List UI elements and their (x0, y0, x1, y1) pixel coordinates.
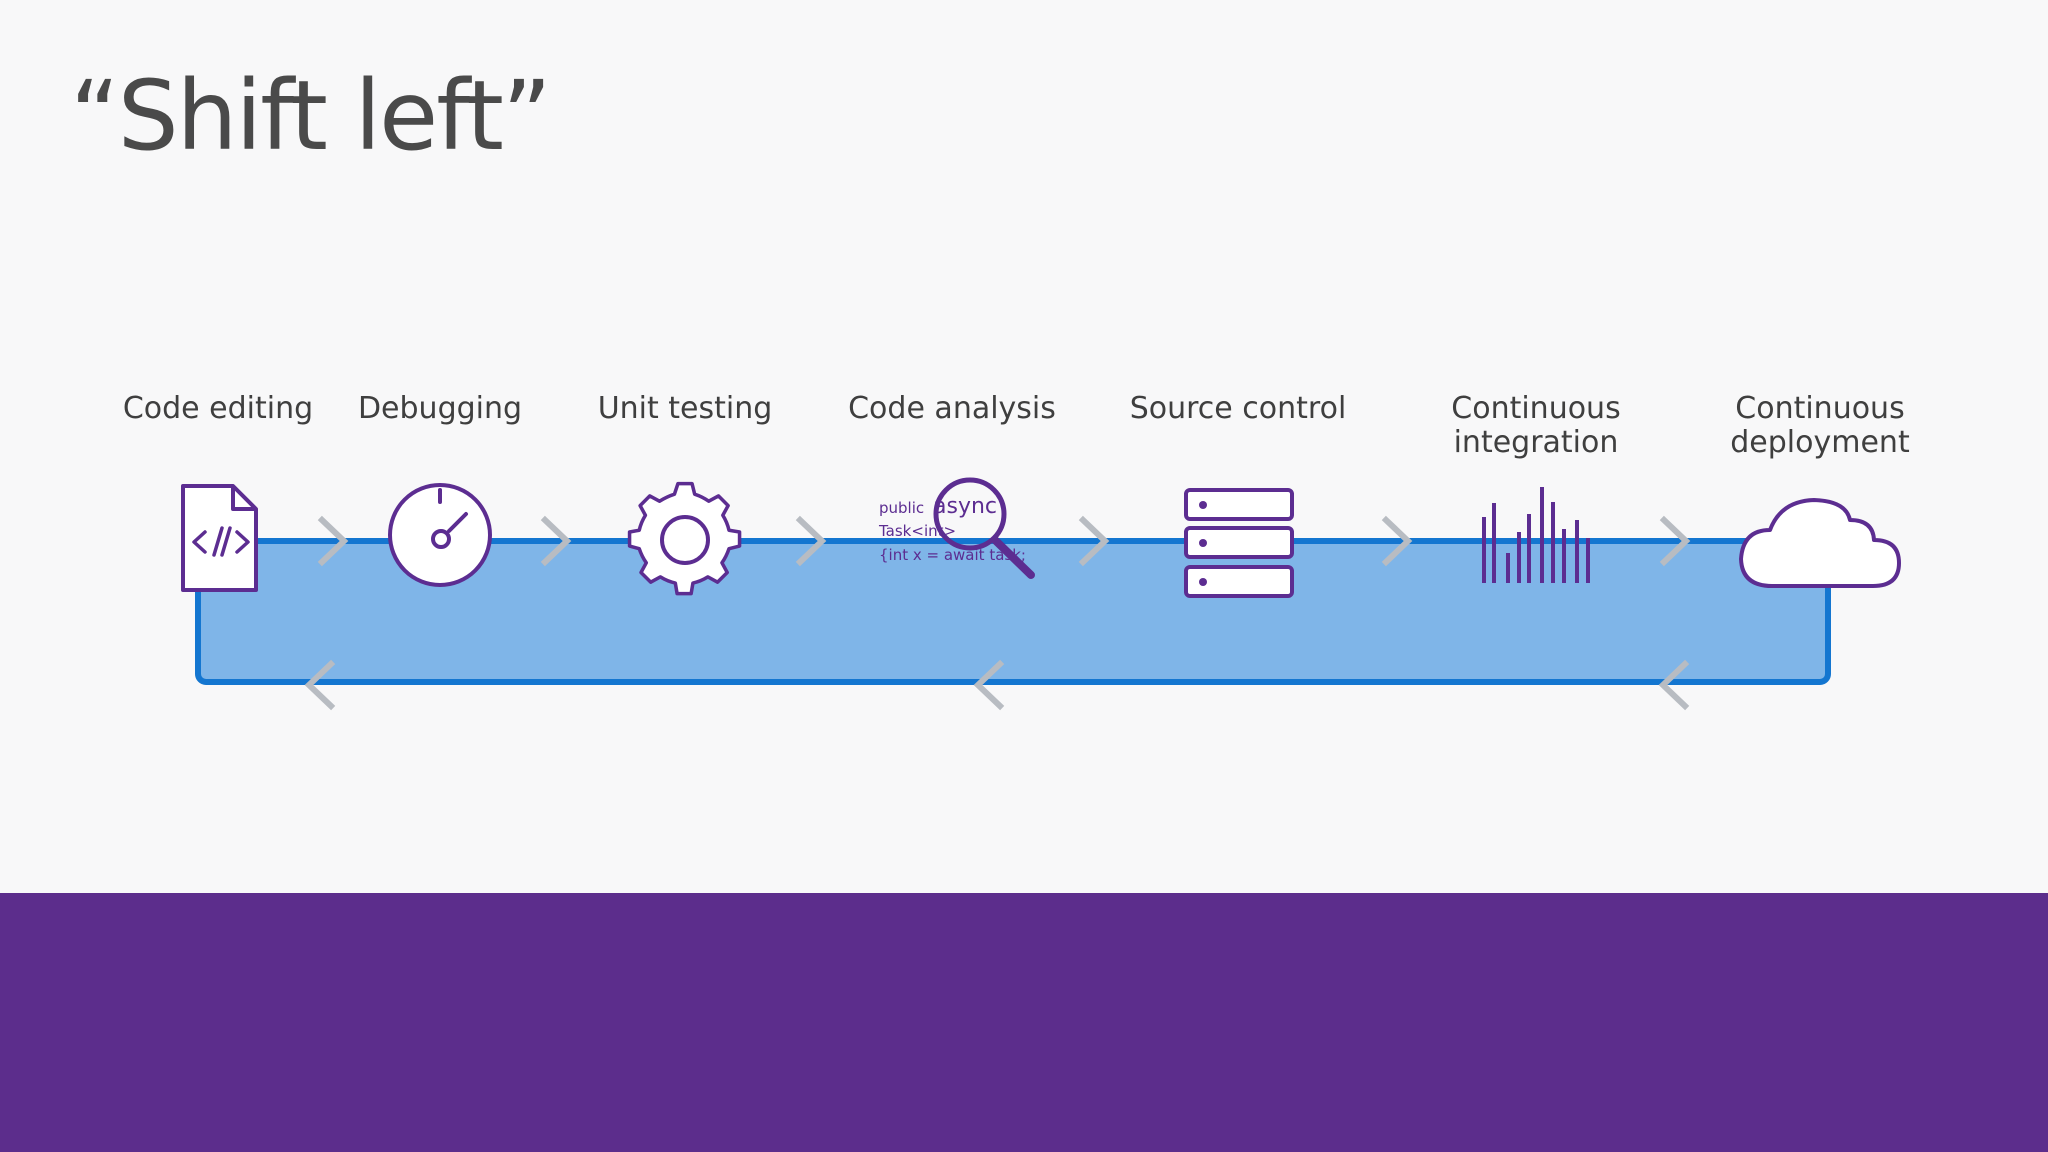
cloud-icon (1739, 498, 1901, 588)
code-snippet-line1-big: async (933, 494, 997, 519)
stage-label-continuous-integration: Continuous integration (1451, 391, 1621, 460)
gauge-icon (388, 483, 492, 587)
stage-label-code-editing: Code editing (122, 391, 314, 426)
return-chevrons (304, 659, 1690, 711)
chevron-right-icon (540, 515, 572, 567)
feedback-loop-band (195, 538, 1831, 685)
stage-label-source-control: Source control (1129, 391, 1347, 426)
chevron-right-icon (1078, 515, 1110, 567)
server-stack-icon (1184, 488, 1294, 598)
slide-title: “Shift left” (70, 60, 552, 172)
code-snippet-line1-small: public (879, 499, 924, 517)
forward-chevrons (317, 515, 1691, 567)
chevron-left-icon (1658, 659, 1690, 711)
bar-signal-icon (1482, 487, 1590, 583)
magnifier-icon (933, 477, 1007, 551)
code-magnifier-icon: public async Task<int> {int x = await ta… (878, 477, 1035, 579)
gear-icon (627, 481, 742, 596)
chevron-right-icon (795, 515, 827, 567)
chevron-right-icon (317, 515, 349, 567)
footer-band (0, 893, 2048, 1152)
chevron-left-icon (973, 659, 1005, 711)
stage-label-debugging: Debugging (357, 391, 523, 426)
chevron-right-icon (1381, 515, 1413, 567)
stage-label-code-analysis: Code analysis (848, 391, 1056, 426)
code-snippet-line3: {int x = await task; (879, 546, 1026, 564)
chevron-left-icon (304, 659, 336, 711)
chevron-right-icon (1659, 515, 1691, 567)
stage-label-unit-testing: Unit testing (597, 391, 773, 426)
stage-label-continuous-deployment: Continuous deployment (1730, 391, 1910, 460)
code-file-icon (181, 484, 258, 592)
